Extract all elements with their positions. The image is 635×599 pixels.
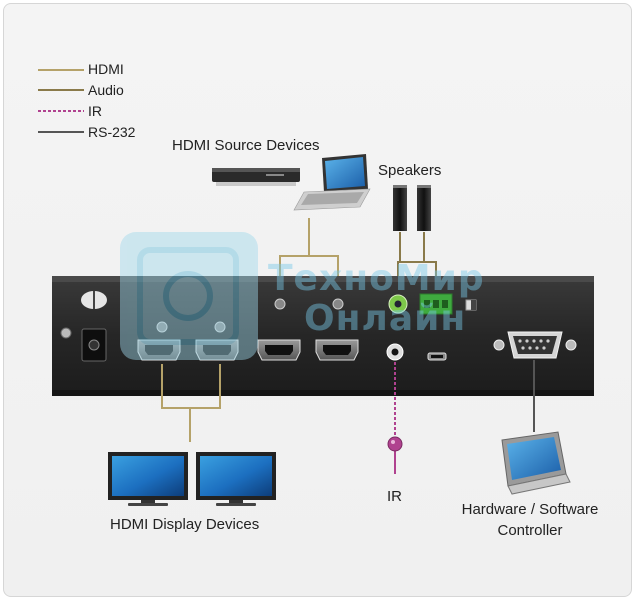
hdmi-input-ports bbox=[257, 298, 359, 361]
rs232-port bbox=[493, 331, 577, 359]
legend-label-audio: Audio bbox=[88, 82, 124, 98]
hdmi-display-cables bbox=[161, 364, 221, 442]
watermark-text-line2: Онлайн bbox=[304, 298, 467, 339]
watermark-logo bbox=[120, 232, 258, 360]
legend-label-rs232: RS-232 bbox=[88, 124, 136, 140]
display-monitor-left bbox=[108, 452, 188, 506]
ir-receiver-icon bbox=[387, 436, 403, 452]
power-switch bbox=[81, 291, 107, 309]
audio-terminal-block bbox=[419, 293, 453, 315]
dip-switch bbox=[465, 299, 477, 311]
legend-label-ir: IR bbox=[88, 103, 102, 119]
label-ir: IR bbox=[387, 488, 402, 505]
touch-controller-icon bbox=[501, 431, 571, 495]
label-controller-line1: Hardware / Software bbox=[461, 501, 599, 518]
label-hdmi-display-devices: HDMI Display Devices bbox=[110, 516, 260, 533]
label-controller-line2: Controller bbox=[497, 522, 563, 539]
display-monitor-right bbox=[196, 452, 276, 506]
legend-lines bbox=[38, 69, 84, 133]
label-speakers: Speakers bbox=[378, 162, 442, 179]
hdmi-output-ports bbox=[137, 321, 239, 361]
media-player-icon bbox=[212, 168, 300, 186]
mini-usb-port bbox=[427, 352, 447, 361]
audio-jack bbox=[388, 294, 408, 314]
watermark-text-line1: ТехноМир bbox=[268, 258, 485, 299]
laptop-icon bbox=[293, 154, 371, 211]
diagram-graphics bbox=[38, 69, 594, 506]
device-back-panel bbox=[52, 276, 594, 396]
label-hdmi-source-devices: HDMI Source Devices bbox=[172, 137, 320, 154]
ir-jack bbox=[386, 343, 404, 361]
ground-screw-icon bbox=[60, 327, 72, 339]
legend-label-hdmi: HDMI bbox=[88, 61, 124, 77]
power-jack bbox=[81, 328, 107, 362]
connection-diagram: HDMI Audio IR RS-232 ТехноМир Онлайн HDM… bbox=[3, 3, 632, 597]
speakers-icon bbox=[393, 185, 431, 231]
